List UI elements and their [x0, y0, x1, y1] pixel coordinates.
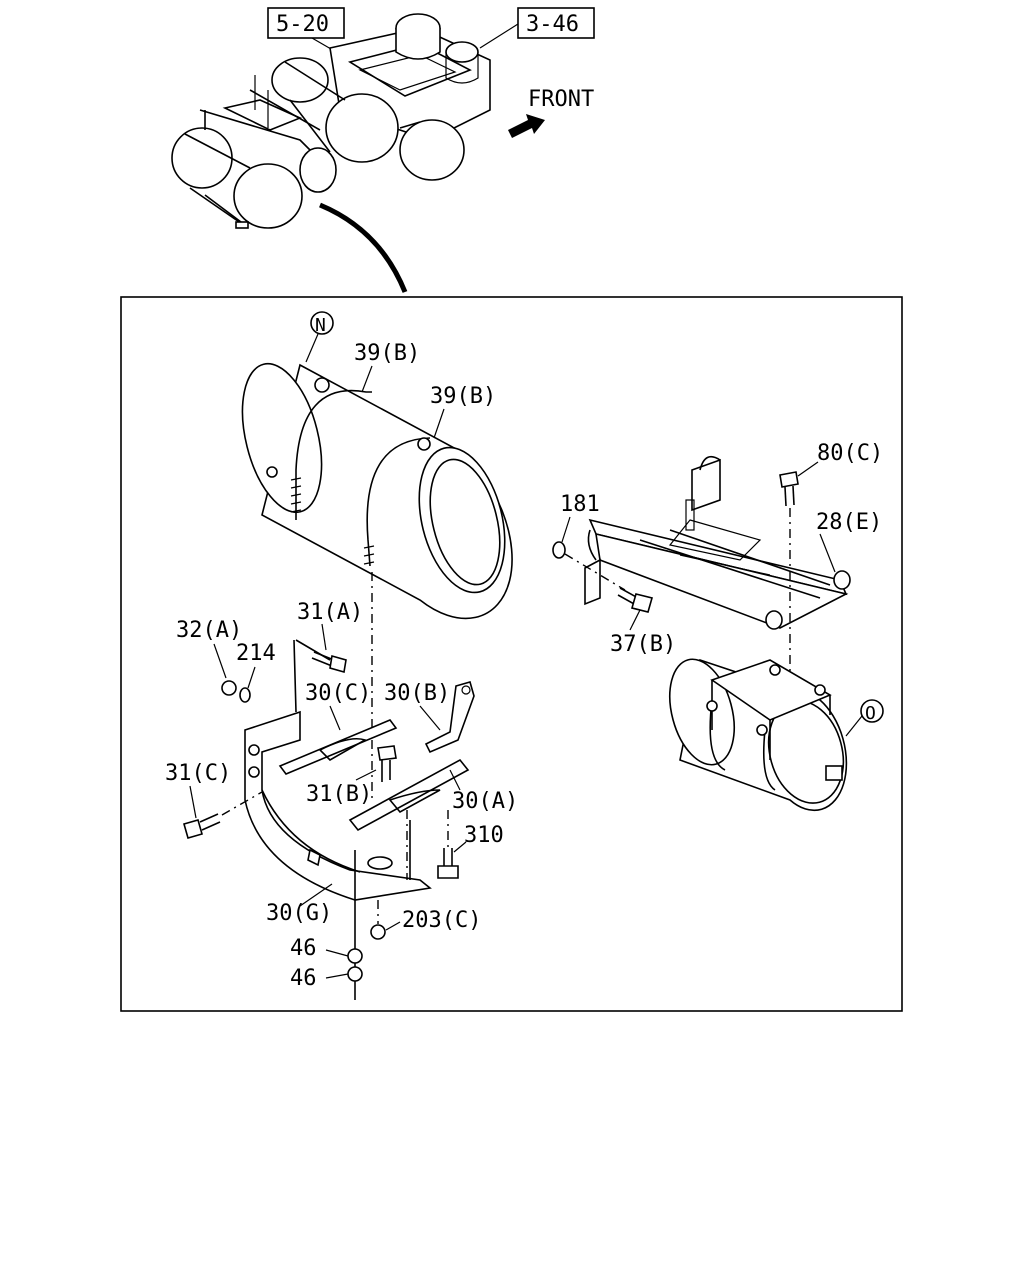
callout-30c: 30(C)	[305, 681, 371, 706]
callout-181: 181	[560, 492, 600, 517]
callout-n: N	[315, 315, 326, 336]
callout-80c: 80(C)	[817, 441, 883, 466]
nut-46-lower[interactable]	[347, 966, 363, 982]
callout-39b-1: 39(B)	[354, 341, 420, 366]
air-tank-n[interactable]	[229, 356, 519, 620]
bracket-28e[interactable]	[584, 455, 851, 630]
ref-label-3-46: 3-46	[526, 12, 579, 37]
bolt-80c[interactable]	[779, 471, 799, 507]
bracket-30c[interactable]	[278, 719, 398, 775]
callout-o-circle	[860, 699, 884, 723]
nut-46-upper[interactable]	[347, 948, 363, 964]
bolt-310[interactable]	[437, 810, 459, 879]
bolt-31c[interactable]	[183, 813, 221, 839]
detail-frame	[120, 296, 903, 1012]
front-arrow-icon	[508, 114, 545, 138]
callout-310: 310	[464, 823, 504, 848]
callout-30g: 30(G)	[266, 901, 332, 926]
callout-214: 214	[236, 641, 276, 666]
callout-30a: 30(A)	[452, 789, 518, 814]
callout-o: O	[865, 703, 876, 724]
front-label: FRONT	[528, 87, 594, 112]
overview-assembly: 5-20 3-46 FRONT	[171, 7, 595, 293]
bolt-37b[interactable]	[617, 587, 653, 613]
callout-46-2: 46	[290, 966, 317, 991]
bracket-30b[interactable]	[348, 681, 475, 832]
callout-31c: 31(C)	[165, 761, 231, 786]
ref-box-3-46[interactable]	[517, 7, 595, 39]
nut-32a[interactable]	[221, 680, 237, 696]
air-tank-o[interactable]	[659, 652, 854, 812]
callout-30b: 30(B)	[384, 681, 450, 706]
callout-39b-2: 39(B)	[430, 384, 496, 409]
ref-label-5-20: 5-20	[276, 12, 329, 37]
bolt-31b[interactable]	[377, 745, 397, 782]
washer-214[interactable]	[239, 687, 251, 703]
washer-181[interactable]	[552, 541, 566, 559]
ref-box-5-20[interactable]	[267, 7, 345, 39]
callout-28e: 28(E)	[816, 510, 882, 535]
callout-31b: 31(B)	[306, 782, 372, 807]
callout-37b: 37(B)	[610, 632, 676, 657]
callout-203c: 203(C)	[402, 908, 481, 933]
washer-203c[interactable]	[370, 924, 386, 940]
callout-32a: 32(A)	[176, 618, 242, 643]
bolt-31a[interactable]	[311, 651, 347, 674]
bracket-30g[interactable]	[244, 639, 432, 1000]
callout-46-1: 46	[290, 936, 317, 961]
callout-n-circle	[310, 311, 334, 335]
callout-31a: 31(A)	[297, 600, 363, 625]
